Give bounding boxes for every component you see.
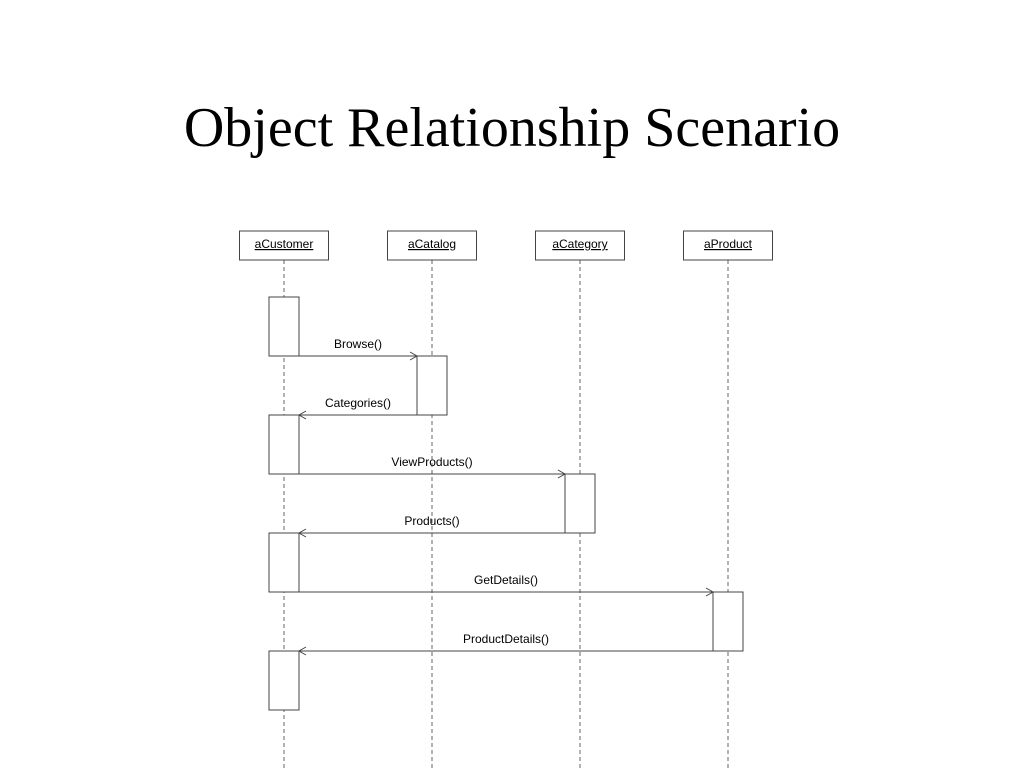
message-5: GetDetails() [299,573,715,597]
message-label: Browse() [334,337,382,351]
activation-catalog [416,355,448,416]
object-name: aProduct [704,237,753,251]
object-name: aCategory [552,237,607,251]
slide-title: Object Relationship Scenario [183,97,841,159]
activation-customer [268,414,300,475]
object-customer: aCustomer [239,230,329,261]
arrowhead [297,646,307,656]
message-label: ViewProducts() [391,455,472,469]
message-1: Browse() [299,337,419,361]
object-category: aCategory [535,230,625,261]
object-name: aCatalog [408,237,456,251]
object-box [239,230,329,261]
activation-product [712,591,744,652]
activation-category [564,473,596,534]
activation-customer [268,650,300,711]
object-box [387,230,477,261]
object-name: aCustomer [255,237,314,251]
messages: Browse() Categories() ViewProducts() Produc… [297,337,715,656]
message-3: ViewProducts() [299,455,567,479]
arrowhead [409,351,419,361]
message-6: ProductDetails() [297,632,713,656]
object-box [683,230,773,261]
arrowhead [557,469,567,479]
object-headers: aCustomer aCatalog aCategory aProduct [239,230,773,261]
object-box [535,230,625,261]
message-label: Products() [404,514,459,528]
activation-customer [268,296,300,357]
object-catalog: aCatalog [387,230,477,261]
arrowhead [297,410,307,420]
object-product: aProduct [683,230,773,261]
arrowhead [705,587,715,597]
message-label: ProductDetails() [463,632,549,646]
message-4: Products() [297,514,565,538]
message-label: Categories() [325,396,391,410]
message-2: Categories() [297,396,417,420]
activation-boxes [268,296,744,711]
arrowhead [297,528,307,538]
message-label: GetDetails() [474,573,538,587]
activation-customer [268,532,300,593]
